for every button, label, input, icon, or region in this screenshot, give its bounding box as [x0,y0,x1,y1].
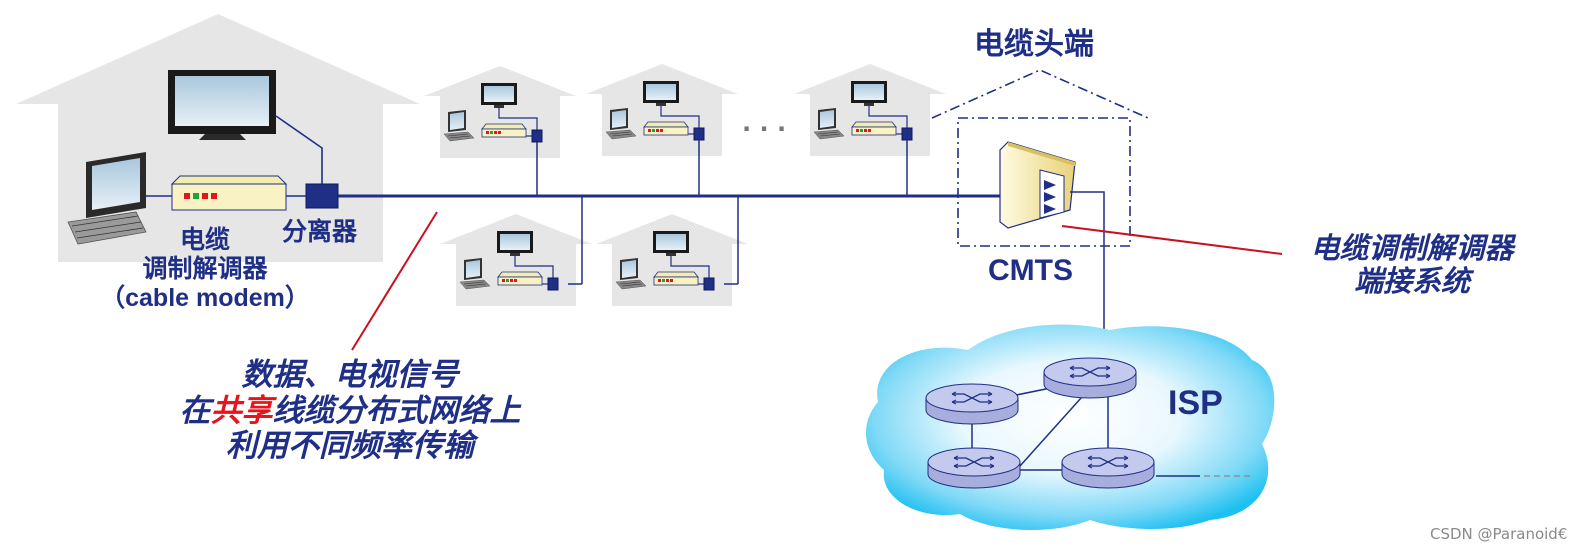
annotation-line2-highlight: 共享 [210,392,273,429]
cable-modem-label: 电缆 调制解调器 （cable modem） [80,225,374,312]
house-bottom-2 [596,214,748,306]
annotation-pointer [351,211,438,351]
cmts-description-line1: 电缆调制解调器 [1310,231,1514,265]
cable-modem-label-line3: （cable modem） [100,283,310,312]
cmts-description: 电缆调制解调器 端接系统 [1282,231,1542,299]
annotation-line2-prefix: 在 [179,392,211,429]
computer-icon [67,152,147,245]
router-icon [1061,447,1155,489]
headend-outline [931,69,1149,247]
isp-label: ISP [1168,384,1223,422]
isp-cloud [865,324,1275,531]
annotation-line1: 数据、电视信号 [241,357,459,393]
cmts-label: CMTS [988,254,1073,287]
cable-modem-label-line2: 调制解调器 [142,253,268,283]
cable-modem-icon [170,175,288,211]
house-bottom-1 [440,214,592,306]
big-house [16,14,420,262]
router-icon [927,447,1021,489]
headend-title: 电缆头端 [974,27,1094,62]
house-top-3 [794,64,946,156]
house-top-2 [586,64,738,156]
cmts-description-line2: 端接系统 [1353,264,1470,299]
splitter-label: 分离器 [282,217,358,246]
annotation-line2: 在共享线缆分布式网络上 [136,392,564,430]
annotation-text: 数据、电视信号 在共享线缆分布式网络上 利用不同频率传输 [136,357,564,465]
annotation-line3: 利用不同频率传输 [226,428,474,465]
router-icon [1043,357,1137,399]
ellipsis-label: · · · [742,115,787,143]
cmts-pointer [1061,225,1283,255]
house-top-1 [424,66,576,158]
annotation-line2-suffix: 线缆分布式网络上 [272,392,521,429]
splitter-icon [305,183,339,209]
tv-icon [168,70,276,140]
router-icon [925,383,1019,425]
cmts-icon [999,141,1076,229]
cable-modem-label-line1: 电缆 [179,225,230,254]
watermark: CSDN @Paranoid€ [1430,525,1568,543]
